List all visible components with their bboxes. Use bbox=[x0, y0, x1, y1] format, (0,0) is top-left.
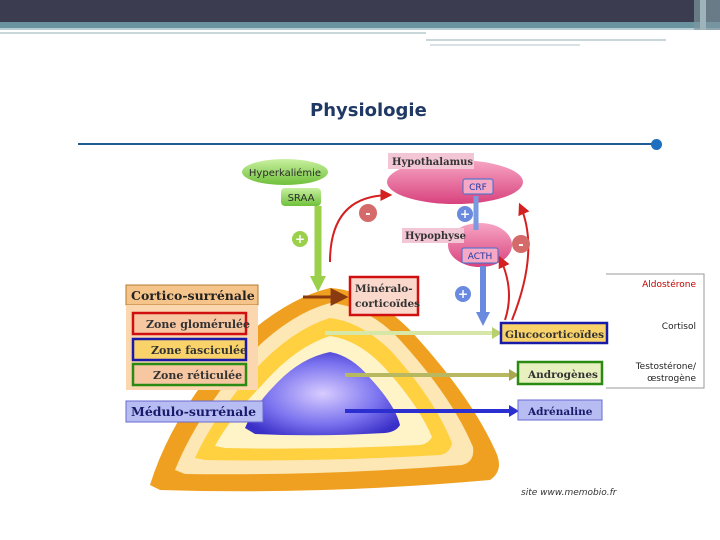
hyperkaliemie-bubble bbox=[242, 159, 328, 185]
adrenaline-box bbox=[517, 399, 603, 421]
plus-sign-crf bbox=[457, 206, 473, 222]
svg-text:+: + bbox=[460, 207, 470, 221]
hypophyse-label: Hypophyse bbox=[405, 231, 466, 242]
zone-reticulee-box bbox=[131, 362, 248, 387]
plus-sign-sraa bbox=[292, 231, 308, 247]
andro-box bbox=[516, 360, 604, 386]
svg-text:-: - bbox=[518, 238, 523, 253]
label-cortisol: Cortisol bbox=[661, 322, 696, 332]
acth-box bbox=[461, 247, 499, 264]
header-underlines bbox=[0, 32, 666, 46]
zone-fasciculee-label: Zone fasciculée bbox=[151, 344, 247, 357]
label-frame bbox=[606, 273, 705, 389]
mineralo-box bbox=[348, 275, 420, 317]
header-bar bbox=[0, 0, 720, 30]
zone-glomerulee-label: Zone glomérulée bbox=[146, 318, 250, 331]
zone-reticulee-label: Zone réticulée bbox=[153, 369, 242, 382]
mineralo-label-1: Minéralo- bbox=[355, 283, 413, 295]
hypophyse-box bbox=[402, 228, 464, 243]
svg-text:+: + bbox=[458, 287, 468, 301]
mineralo-label-2: corticoïdes bbox=[355, 298, 420, 310]
andro-label: Androgènes bbox=[527, 369, 598, 381]
plus-sign-acth bbox=[455, 286, 471, 302]
hyperkaliemie-label: Hyperkaliémie bbox=[249, 167, 321, 179]
gland-medulla bbox=[245, 352, 400, 436]
label-testosterone: Testostérone/ bbox=[635, 362, 696, 372]
feedback-arrow-top bbox=[511, 202, 530, 321]
gluco-box bbox=[499, 321, 609, 345]
title-divider bbox=[78, 143, 652, 145]
svg-text:+: + bbox=[295, 232, 305, 246]
crf-label: CRF bbox=[469, 183, 487, 193]
crf-box bbox=[462, 178, 494, 195]
medullo-label: Médulo-surrénale bbox=[131, 404, 256, 419]
sraa-box bbox=[281, 188, 321, 206]
feedback-arrow-left bbox=[329, 189, 393, 263]
sraa-label: SRAA bbox=[288, 193, 315, 204]
zone-glomerulee-box bbox=[131, 311, 248, 336]
page-title: Physiologie bbox=[310, 100, 427, 121]
feedback-arrow-mid bbox=[498, 255, 510, 321]
svg-text:-: - bbox=[365, 207, 370, 222]
hypothalamus-box bbox=[388, 153, 474, 169]
acth-label: ACTH bbox=[468, 252, 493, 262]
label-oestrogene: œstrogène bbox=[647, 374, 696, 384]
minus-sign-right bbox=[512, 235, 530, 253]
zone-fasciculee-box bbox=[131, 337, 248, 362]
hypothalamus-label: Hypothalamus bbox=[392, 157, 473, 168]
label-aldosterone: Aldostérone bbox=[642, 280, 696, 290]
medullo-box bbox=[125, 400, 264, 423]
cortico-label: Cortico-surrénale bbox=[131, 288, 255, 303]
divider-dot bbox=[651, 139, 662, 150]
source-credit: site www.memobio.fr bbox=[521, 488, 617, 498]
minus-sign-left bbox=[359, 204, 377, 222]
adrenaline-label: Adrénaline bbox=[527, 406, 593, 418]
gluco-label: Glucocorticoïdes bbox=[505, 329, 604, 341]
